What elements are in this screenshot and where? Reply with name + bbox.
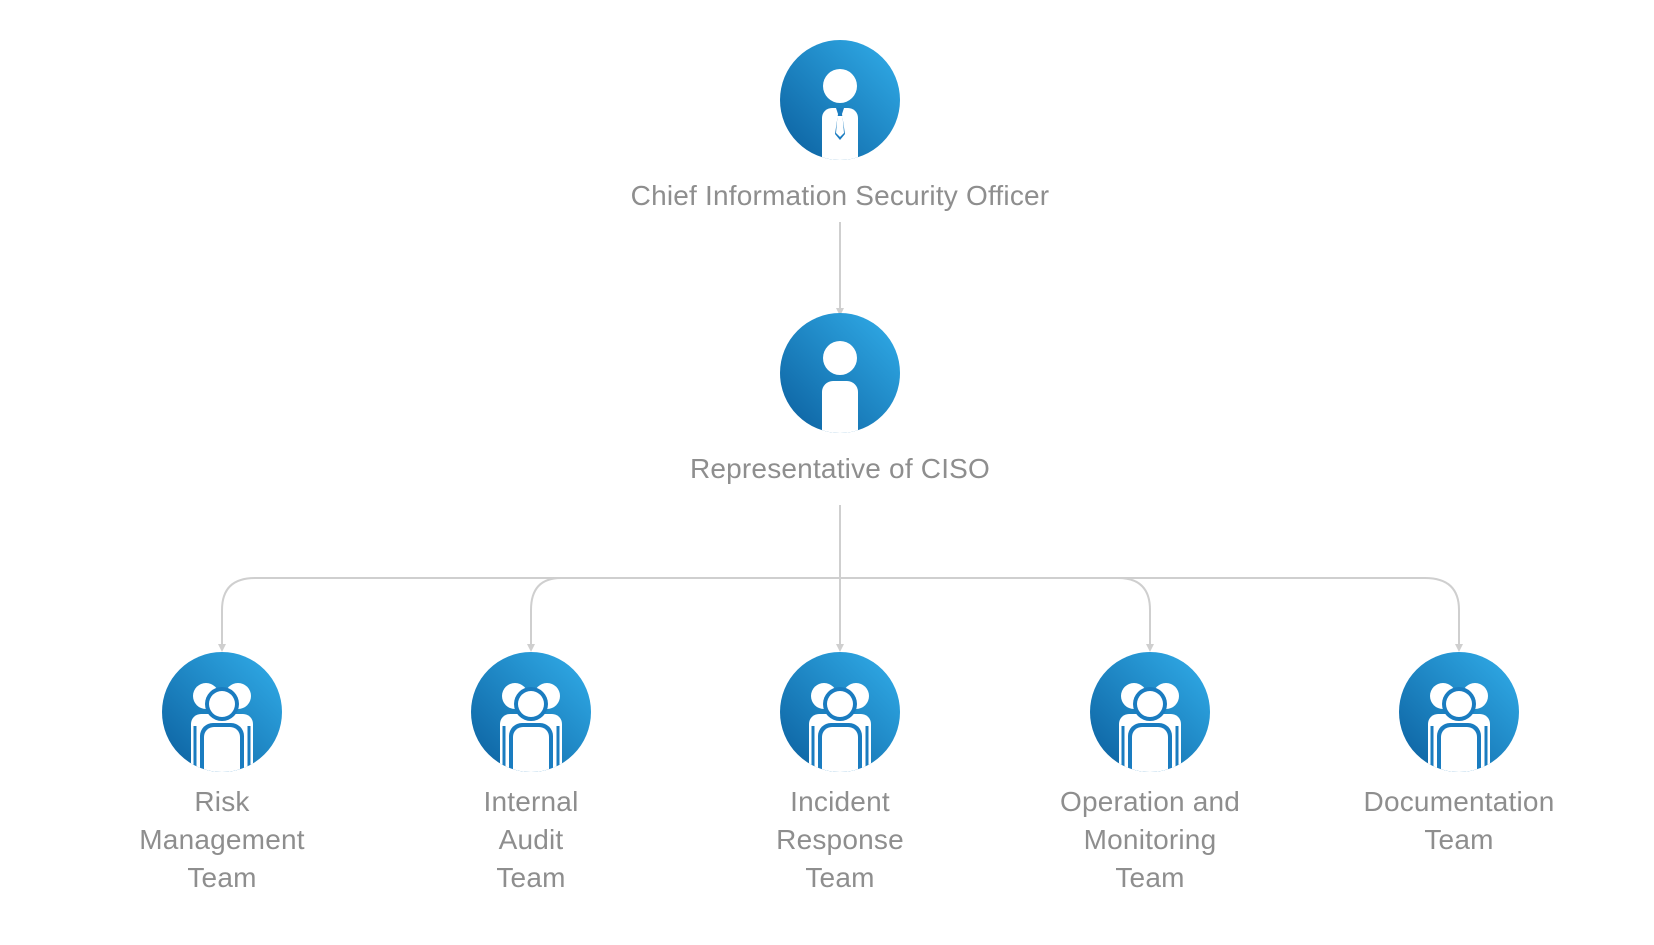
person-icon[interactable] xyxy=(780,313,900,433)
team-label-line: Team xyxy=(805,862,875,893)
team-icon[interactable] xyxy=(1090,652,1210,772)
team-label-line: Team xyxy=(496,862,566,893)
team-label: Documentation Team xyxy=(1329,783,1589,859)
team-label-line: Operation and xyxy=(1059,786,1241,817)
team-icon[interactable] xyxy=(162,652,282,772)
team-icon[interactable] xyxy=(780,652,900,772)
team-label-line: Documentation xyxy=(1363,786,1555,817)
team-label-line: Monitoring xyxy=(1083,824,1217,855)
team-label: Internal Audit Team xyxy=(401,783,661,897)
connector-risk xyxy=(218,577,256,652)
team-label-line: Team xyxy=(187,862,257,893)
team-icon[interactable] xyxy=(471,652,591,772)
team-label-line: Incident xyxy=(790,786,890,817)
team-label: Operation and Monitoring Team xyxy=(1020,783,1280,897)
ciso-label: Chief Information Security Officer xyxy=(630,180,1050,211)
team-icon[interactable] xyxy=(1399,652,1519,772)
team-label-line: Team xyxy=(1115,862,1185,893)
team-label: Risk Management Team xyxy=(92,783,352,897)
team-label-line: Risk xyxy=(194,786,250,817)
connector-operation xyxy=(1117,577,1154,652)
team-label-line: Audit xyxy=(498,824,564,855)
team-label-line: Team xyxy=(1424,824,1494,855)
connector-documentation xyxy=(1424,577,1463,652)
connector-audit xyxy=(527,577,562,652)
team-label-line: Internal xyxy=(483,786,579,817)
executive-person-icon[interactable] xyxy=(780,40,900,160)
team-label-line: Management xyxy=(139,824,305,855)
representative-label: Representative of CISO xyxy=(689,453,991,484)
team-label: Incident Response Team xyxy=(710,783,970,897)
team-label-line: Response xyxy=(776,824,904,855)
